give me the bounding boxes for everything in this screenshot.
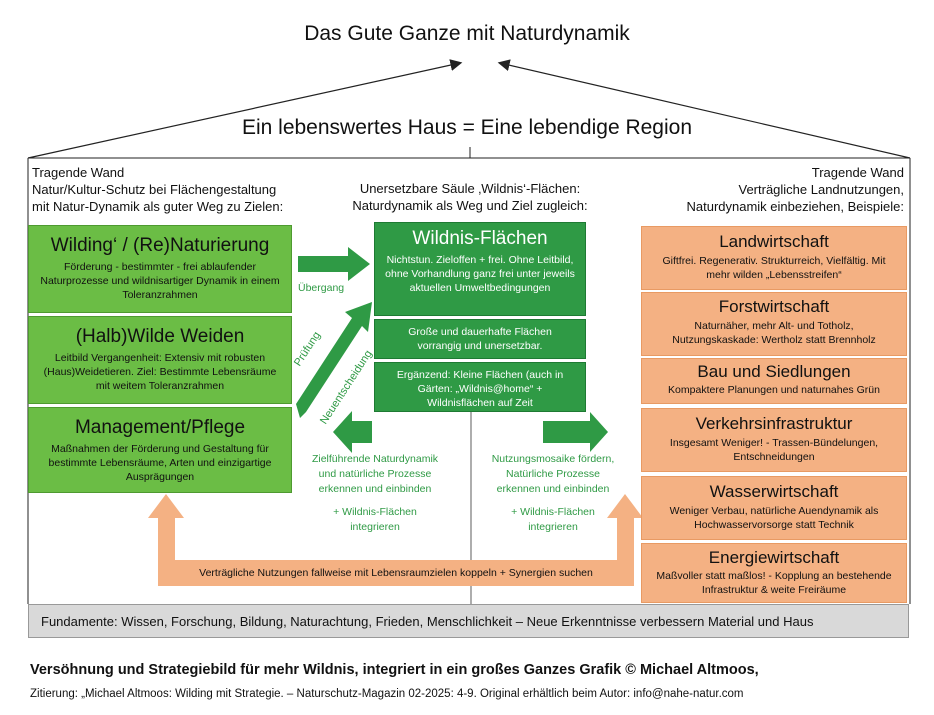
center-right-line1: Nutzungsmosaike fördern, — [491, 453, 615, 465]
center-left-line4: + Wildnis-Flächen — [333, 506, 417, 518]
center-right-line5: integrieren — [528, 521, 578, 533]
box-weiden-text: Leitbild Vergangenheit: Extensiv mit rob… — [43, 352, 277, 392]
center-right-line3: erkennen und einbinden — [496, 483, 610, 495]
house-title: Ein lebenswertes Haus = Eine lebendige R… — [241, 116, 693, 139]
box-landwirtschaft: Landwirtschaft Giftfrei. Regenerativ. St… — [641, 226, 907, 290]
box-grosse-flaechen: Große und dauerhafte Flächen vorrangig u… — [374, 319, 586, 359]
center-pillar-header: Unersetzbare Säule ‚Wildnis‘-Flächen: Na… — [330, 180, 610, 214]
center-right-line4: + Wildnis-Flächen — [511, 506, 595, 518]
pruefung-arrow — [296, 302, 372, 418]
center-pillar-line1: Unersetzbare Säule ‚Wildnis‘-Flächen: — [359, 181, 581, 196]
box-wilding: Wilding‘ / (Re)Naturierung Förderung - b… — [28, 225, 292, 313]
center-left-line1: Zielführende Naturdynamik — [311, 453, 439, 465]
box-management: Management/Pflege Maßnahmen der Förderun… — [28, 407, 292, 493]
box-bau-heading: Bau und Siedlungen — [697, 362, 851, 381]
box-ergaenzend: Ergänzend: Kleine Flächen (auch in Gärte… — [374, 362, 586, 412]
center-left-line5: integrieren — [350, 521, 400, 533]
box-forst-text: Naturnäher, mehr Alt- und Totholz, Nutzu… — [672, 320, 876, 346]
caption-sub: Zitierung: „Michael Altmoos: Wilding mit… — [30, 688, 744, 700]
roof-left-arrow — [27, 59, 463, 159]
bottom-arrow-text: Verträgliche Nutzungen fallweise mit Leb… — [199, 567, 593, 579]
box-bau-text: Kompaktere Planungen und naturnahes Grün — [668, 384, 880, 396]
box-wildnis-heading: Wildnis-Flächen — [412, 228, 548, 249]
left-wall-line2: Natur/Kultur-Schutz bei Flächengestaltun… — [32, 182, 277, 197]
center-pillar-line2: Naturdynamik als Weg und Ziel zugleich: — [352, 198, 588, 213]
box-weiden-heading: (Halb)Wilde Weiden — [75, 326, 245, 347]
center-left-text: Zielführende Naturdynamik und natürliche… — [290, 452, 460, 535]
bottom-arrow-left-head — [148, 494, 184, 518]
box-land-heading: Landwirtschaft — [719, 232, 829, 251]
box-management-text: Maßnahmen der Förderung und Gestaltung f… — [48, 443, 272, 483]
right-wall-line3: Naturdynamik einbeziehen, Beispiele: — [686, 199, 904, 214]
box-energiewirtschaft: Energiewirtschaft Maßvoller statt maßlos… — [641, 543, 907, 603]
left-wall-header: Tragende Wand Natur/Kultur-Schutz bei Fl… — [32, 164, 332, 215]
box-energie-text: Maßvoller statt maßlos! - Kopplung an be… — [656, 570, 892, 596]
box-wildnis-text: Nichtstun. Zieloffen + frei. Ohne Leitbi… — [385, 254, 575, 294]
box-ergaenzend-text: Ergänzend: Kleine Flächen (auch in Gärte… — [396, 369, 564, 409]
roof-right-arrow — [497, 59, 911, 159]
right-wall-line2: Verträgliche Landnutzungen, — [738, 182, 904, 197]
box-verkehr-heading: Verkehrsinfrastruktur — [695, 414, 853, 433]
box-forstwirtschaft: Forstwirtschaft Naturnäher, mehr Alt- un… — [641, 292, 907, 356]
center-right-line2: Natürliche Prozesse — [506, 468, 600, 480]
box-wasser-heading: Wasserwirtschaft — [709, 482, 839, 501]
right-wall-header: Tragende Wand Verträgliche Landnutzungen… — [600, 164, 904, 215]
box-bau-siedlungen: Bau und Siedlungen Kompaktere Planungen … — [641, 358, 907, 404]
left-wall-line3: mit Natur-Dynamik als guter Weg zu Ziele… — [32, 199, 284, 214]
right-arrow — [543, 412, 608, 452]
foundation-bar: Fundamente: Wissen, Forschung, Bildung, … — [28, 604, 909, 638]
box-wildnis-flaechen: Wildnis-Flächen Nichtstun. Zieloffen + f… — [374, 222, 586, 316]
left-arrow — [333, 411, 372, 453]
box-land-text: Giftfrei. Regenerativ. Strukturreich, Vi… — [662, 255, 886, 281]
caption-main: Versöhnung und Strategiebild für mehr Wi… — [30, 662, 759, 678]
box-forst-heading: Forstwirtschaft — [718, 297, 830, 316]
center-right-text: Nutzungsmosaike fördern, Natürliche Proz… — [478, 452, 628, 535]
box-verkehr-text: Insgesamt Weniger! - Trassen-Bündelungen… — [669, 437, 879, 463]
bottom-arrow-right-head — [607, 494, 643, 518]
box-verkehr: Verkehrsinfrastruktur Insgesamt Weniger!… — [641, 408, 907, 472]
box-wasser-text: Weniger Verbau, natürliche Auendynamik a… — [669, 505, 879, 531]
box-wilding-text: Förderung - bestimmter - frei ablaufende… — [40, 261, 280, 301]
uebergang-label: Übergang — [298, 282, 345, 294]
center-left-line3: erkennen und einbinden — [318, 483, 432, 495]
box-wilding-heading: Wilding‘ / (Re)Naturierung — [50, 235, 270, 256]
box-energie-heading: Energiewirtschaft — [708, 548, 840, 567]
uebergang-arrow — [298, 247, 370, 281]
box-halbwilde-weiden: (Halb)Wilde Weiden Leitbild Vergangenhei… — [28, 316, 292, 404]
left-wall-line1: Tragende Wand — [32, 165, 125, 180]
center-left-line2: und natürliche Prozesse — [318, 468, 432, 480]
bottom-u-arrow — [158, 518, 634, 586]
right-wall-line1: Tragende Wand — [811, 165, 904, 180]
box-wasserwirtschaft: Wasserwirtschaft Weniger Verbau, natürli… — [641, 476, 907, 540]
box-management-heading: Management/Pflege — [74, 417, 246, 438]
box-grosse-text: Große und dauerhafte Flächen vorrangig u… — [408, 326, 552, 352]
top-title: Das Gute Ganze mit Naturdynamik — [304, 22, 630, 45]
